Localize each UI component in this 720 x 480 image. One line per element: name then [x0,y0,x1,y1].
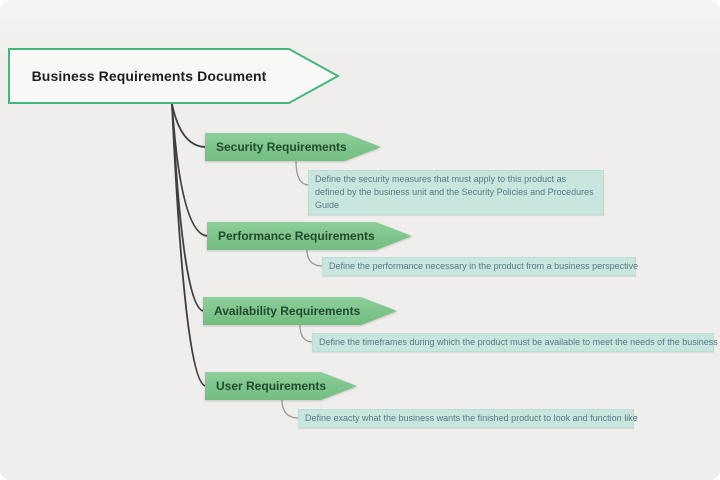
root-node-label: Business Requirements Document [31,68,267,84]
branch-label-performance: Performance Requirements [218,229,375,243]
branch-node-performance-requirements[interactable]: Performance Requirements [207,222,412,250]
branch-node-availability-requirements[interactable]: Availability Requirements [203,297,397,325]
root-node-arrow-shape [8,48,340,104]
note-availability-requirements[interactable]: Define the timeframes during which the p… [312,333,718,352]
branch-node-user-requirements[interactable]: User Requirements [205,372,357,400]
branch-label-security: Security Requirements [216,140,347,154]
branch-label-user: User Requirements [216,379,327,393]
curve-root-to-performance [171,103,209,237]
root-node-business-requirements-document[interactable]: Business Requirements Document [8,48,340,104]
note-user-requirements[interactable]: Define exacty what the business wants th… [298,409,638,428]
note-performance-requirements[interactable]: Define the performance necessary in the … [322,257,638,276]
note-security-requirements[interactable]: Define the security measures that must a… [308,170,604,215]
curve-root-to-availability [171,103,205,312]
branch-label-availability: Availability Requirements [214,304,361,318]
curve-performance-to-note [306,249,324,267]
curve-root-to-user [171,103,207,387]
branch-node-security-requirements[interactable]: Security Requirements [205,133,381,161]
curve-root-to-security [171,103,207,148]
curve-user-to-note [281,399,300,419]
